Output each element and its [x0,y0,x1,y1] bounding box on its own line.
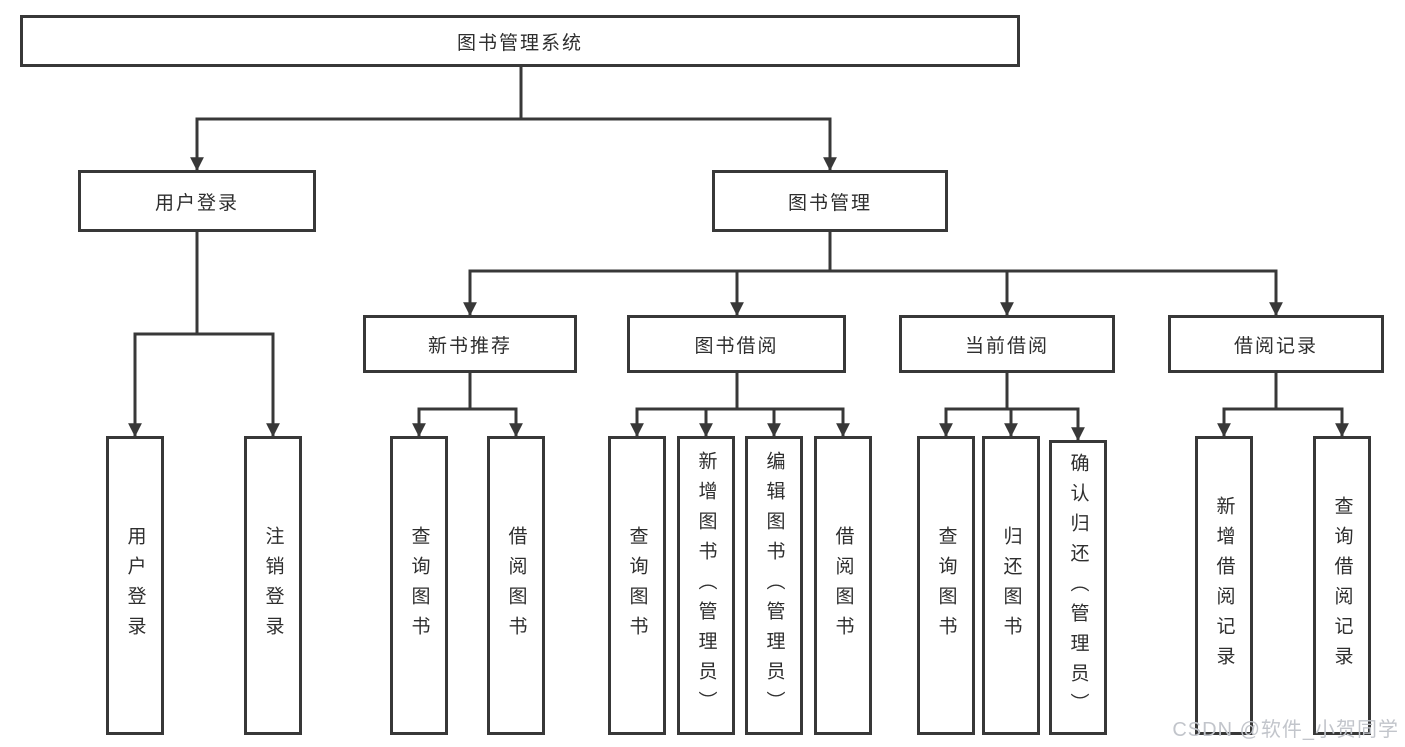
node-new-book-recommend: 新书推荐 [363,315,577,373]
node-label: 确认归还（管理员） [1067,452,1089,723]
node-label: 新书推荐 [427,335,512,357]
leaf-query-borrow-record: 查询借阅记录 [1313,436,1371,735]
node-label: 借阅图书 [832,525,854,646]
leaf-query-books-2: 查询图书 [608,436,666,735]
leaf-logout: 注销登录 [244,436,302,735]
node-label: 归还图书 [1000,525,1022,646]
leaf-query-books-3: 查询图书 [917,436,975,735]
leaf-edit-books-admin: 编辑图书（管理员） [745,436,803,735]
node-label: 查询图书 [626,525,648,646]
leaf-borrow-books-1: 借阅图书 [487,436,545,735]
node-current-borrow: 当前借阅 [899,315,1115,373]
node-label: 借阅图书 [505,525,527,646]
node-label: 图书管理系统 [456,32,583,54]
node-label: 查询图书 [935,525,957,646]
node-book-borrow: 图书借阅 [627,315,846,373]
node-label: 图书借阅 [694,335,779,357]
node-label: 当前借阅 [964,335,1049,357]
node-label: 编辑图书（管理员） [763,450,785,721]
leaf-query-books-1: 查询图书 [390,436,448,735]
leaf-add-books-admin: 新增图书（管理员） [677,436,735,735]
leaf-borrow-books-2: 借阅图书 [814,436,872,735]
node-label: 注销登录 [262,525,284,646]
node-label: 新增图书（管理员） [695,450,717,721]
node-label: 用户登录 [124,525,146,646]
leaf-user-login: 用户登录 [106,436,164,735]
node-borrow-records: 借阅记录 [1168,315,1384,373]
node-label: 查询借阅记录 [1331,495,1353,676]
watermark: CSDN @软件_小贺同学 [1172,719,1399,741]
leaf-confirm-return-admin: 确认归还（管理员） [1049,440,1107,735]
node-user-login: 用户登录 [78,170,316,232]
node-label: 图书管理 [787,192,872,214]
leaf-return-books: 归还图书 [982,436,1040,735]
node-label: 借阅记录 [1233,335,1318,357]
node-label: 查询图书 [408,525,430,646]
node-root-library-system: 图书管理系统 [20,15,1020,67]
node-label: 新增借阅记录 [1213,495,1235,676]
leaf-add-borrow-record: 新增借阅记录 [1195,436,1253,735]
node-label: 用户登录 [154,192,239,214]
node-book-management: 图书管理 [712,170,948,232]
